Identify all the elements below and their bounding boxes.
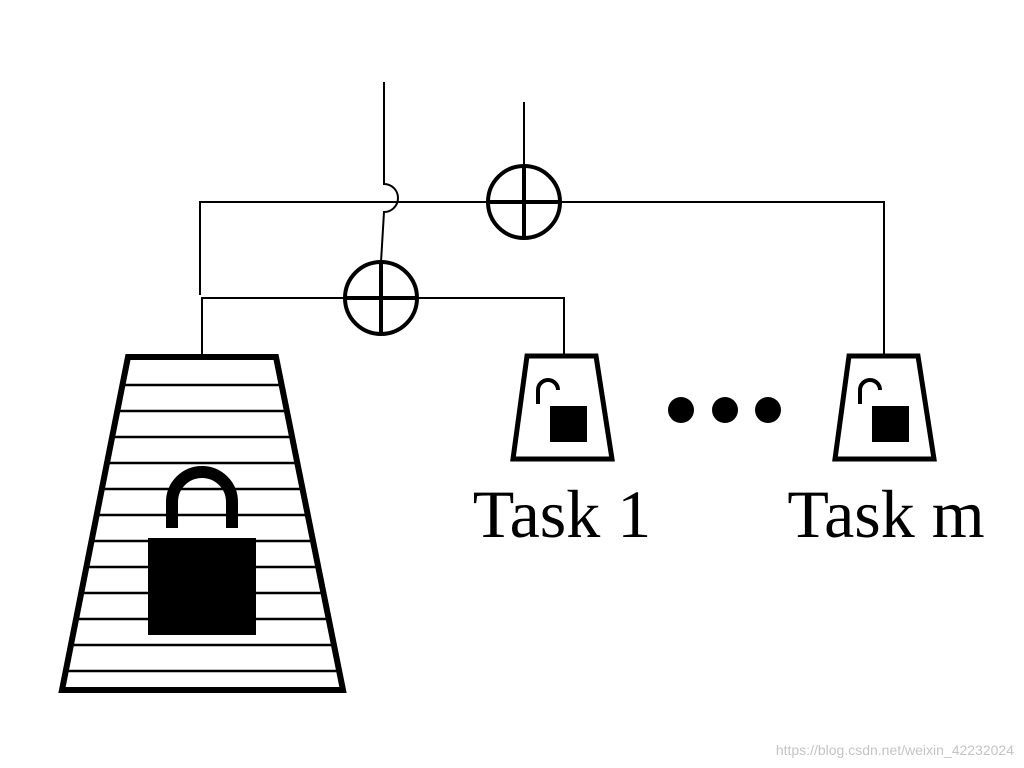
lock-open-icon <box>536 378 587 442</box>
task-1-label: Task 1 <box>473 476 651 552</box>
ellipsis-dots <box>668 397 781 423</box>
connection-lines <box>199 82 885 356</box>
xor-sum-icon <box>343 260 419 336</box>
lock-closed-icon <box>148 466 256 635</box>
lock-open-icon <box>858 378 909 442</box>
lower-combine-path <box>201 297 565 356</box>
upper-combine-path <box>199 201 885 355</box>
task-m-label: Task m <box>787 476 984 552</box>
xor-sum-icon <box>486 164 562 240</box>
input-wire-upper <box>380 82 399 263</box>
task-1-block <box>510 353 615 462</box>
shared-model-block <box>58 354 347 693</box>
watermark-text: https://blog.csdn.net/weixin_42232024 <box>776 742 1014 758</box>
task-m-block <box>832 353 937 462</box>
